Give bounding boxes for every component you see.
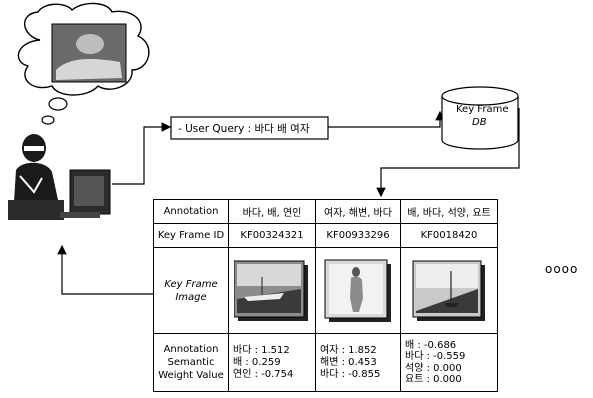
woman-beach-thumbnail xyxy=(324,259,391,322)
query-label: - User Query : 바다 배 여자 xyxy=(178,123,310,135)
annotation-row: Annotation 바다, 배, 연인 여자, 해변, 바다 배, 바다, 석… xyxy=(153,199,498,224)
database-cylinder-icon xyxy=(441,86,519,150)
key-frame-id-cell: KF00933296 xyxy=(315,223,401,248)
annotation-row-label: Annotation xyxy=(153,199,229,224)
weight-value: 해변 : 0.453 xyxy=(320,356,377,368)
flow-arrows xyxy=(57,108,520,295)
key-frame-image-cell xyxy=(315,247,401,334)
semantic-weight-cell: 바다 : 1.512 배 : 0.259 연인 : -0.754 xyxy=(228,333,316,392)
key-frame-id-row: Key Frame ID KF00324321 KF00933296 KF001… xyxy=(153,223,498,248)
database-label-line1: Key Frame xyxy=(456,104,509,115)
key-frame-id-cell: KF00324321 xyxy=(228,223,316,248)
weight-value: 바다 : -0.855 xyxy=(320,368,381,380)
yacht-sunset-thumbnail xyxy=(412,260,485,321)
weight-value: 바다 : -0.559 xyxy=(405,351,466,362)
label-line: Key Frame xyxy=(164,278,218,290)
weight-value: 배 : 0.259 xyxy=(233,356,281,368)
semantic-weight-cell: 여자 : 1.852 해변 : 0.453 바다 : -0.855 xyxy=(315,333,401,392)
semantic-weight-cell: 배 : -0.686 바다 : -0.559 석양 : 0.000 요트 : 0… xyxy=(400,333,498,392)
user-at-computer-icon xyxy=(8,134,111,220)
weight-value: 석양 : 0.000 xyxy=(405,362,462,374)
label-line: Weight Value xyxy=(158,370,224,381)
weight-value: 연인 : -0.754 xyxy=(233,368,294,380)
database-label-line2: DB xyxy=(472,117,487,128)
annotation-cell: 배, 바다, 석양, 요트 xyxy=(400,199,498,224)
key-frame-id-row-label: Key Frame ID xyxy=(153,223,229,248)
query-box xyxy=(170,116,329,140)
key-frame-table: Annotation 바다, 배, 연인 여자, 해변, 바다 배, 바다, 석… xyxy=(153,199,498,392)
more-columns-ellipsis: oooo xyxy=(545,262,579,276)
label-line: Image xyxy=(175,291,207,303)
weight-value: 여자 : 1.852 xyxy=(320,344,377,356)
key-frame-image-cell xyxy=(400,247,498,334)
key-frame-image-row: Key Frame Image xyxy=(153,247,498,334)
semantic-weight-row-label: Annotation Semantic Weight Value xyxy=(153,333,229,392)
boat-sea-thumbnail xyxy=(234,260,308,321)
annotation-cell: 여자, 해변, 바다 xyxy=(315,199,401,224)
weight-value: 바다 : 1.512 xyxy=(233,344,290,356)
label-line: Semantic xyxy=(167,357,215,368)
key-frame-id-cell: KF0018420 xyxy=(400,223,498,248)
weight-value: 요트 : 0.000 xyxy=(405,374,462,385)
key-frame-image-cell xyxy=(228,247,316,334)
key-frame-image-row-label: Key Frame Image xyxy=(153,247,229,334)
thought-cloud xyxy=(17,2,150,125)
semantic-weight-row: Annotation Semantic Weight Value 바다 : 1.… xyxy=(153,333,498,392)
annotation-cell: 바다, 배, 연인 xyxy=(228,199,316,224)
weight-value: 배 : -0.686 xyxy=(405,339,457,351)
label-line: Annotation xyxy=(163,344,219,355)
